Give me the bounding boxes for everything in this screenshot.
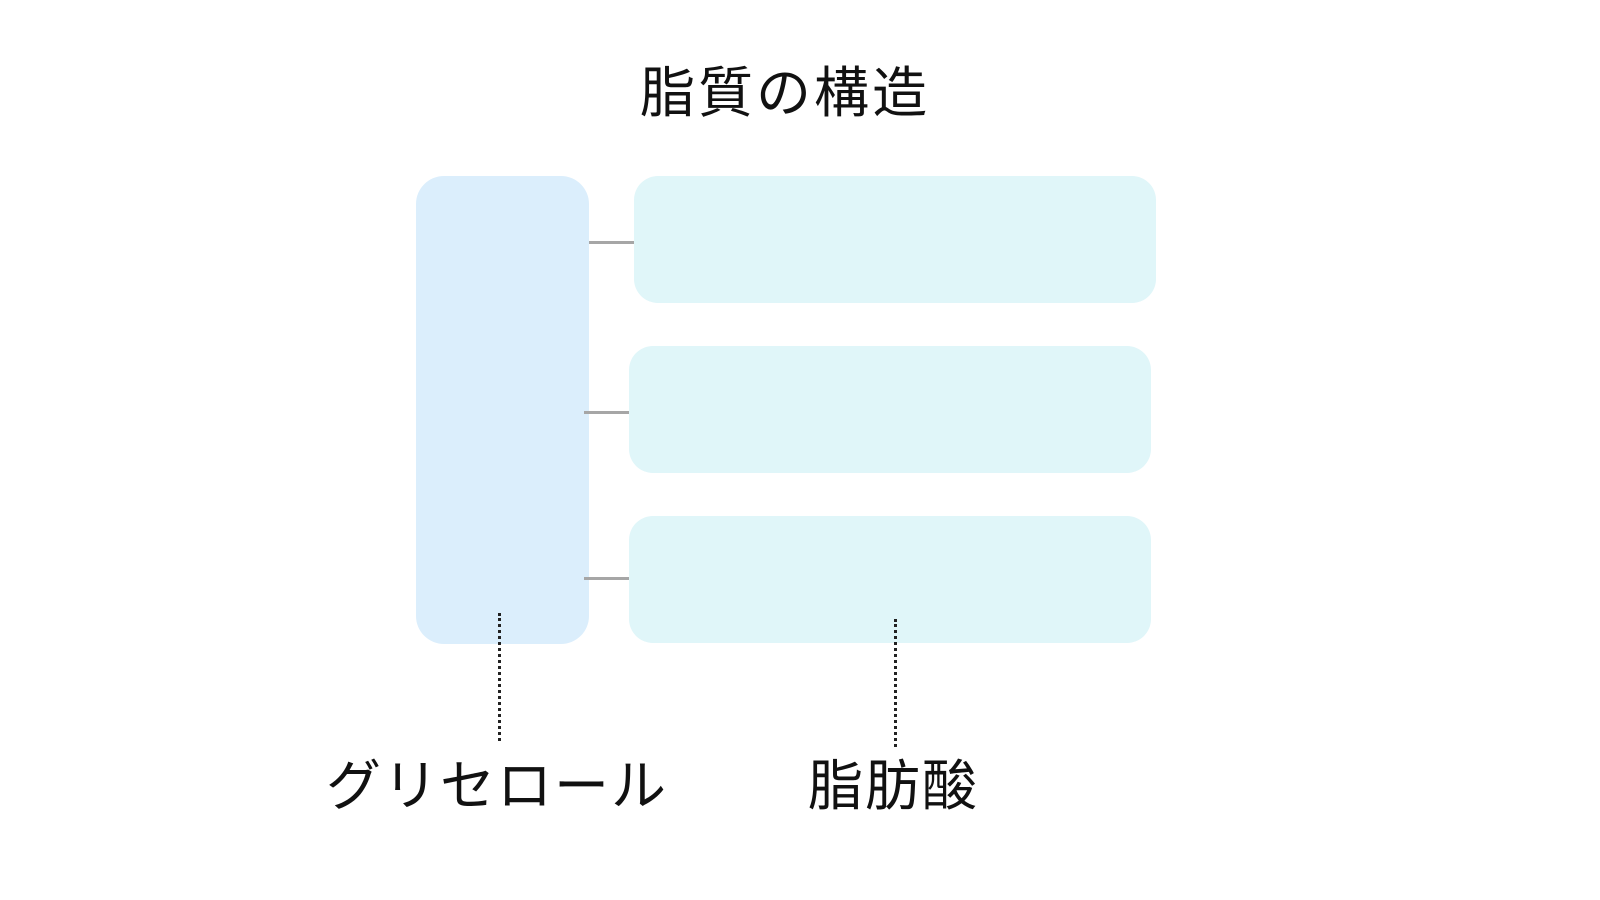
fatty-acid-block-2: [629, 346, 1151, 473]
fatty-acid-pointer-line: [894, 619, 897, 747]
glycerol-label: グリセロール: [326, 754, 669, 818]
fatty-acid-label: 脂肪酸: [808, 754, 980, 818]
fatty-acid-block-3: [629, 516, 1151, 643]
fatty-acid-block-1: [634, 176, 1156, 303]
glycerol-pointer-line: [498, 613, 501, 741]
ester-bond-1: [589, 241, 634, 244]
ester-bond-3: [584, 577, 629, 580]
diagram-title: 脂質の構造: [640, 61, 931, 125]
ester-bond-2: [584, 411, 629, 414]
glycerol-block: [416, 176, 589, 644]
